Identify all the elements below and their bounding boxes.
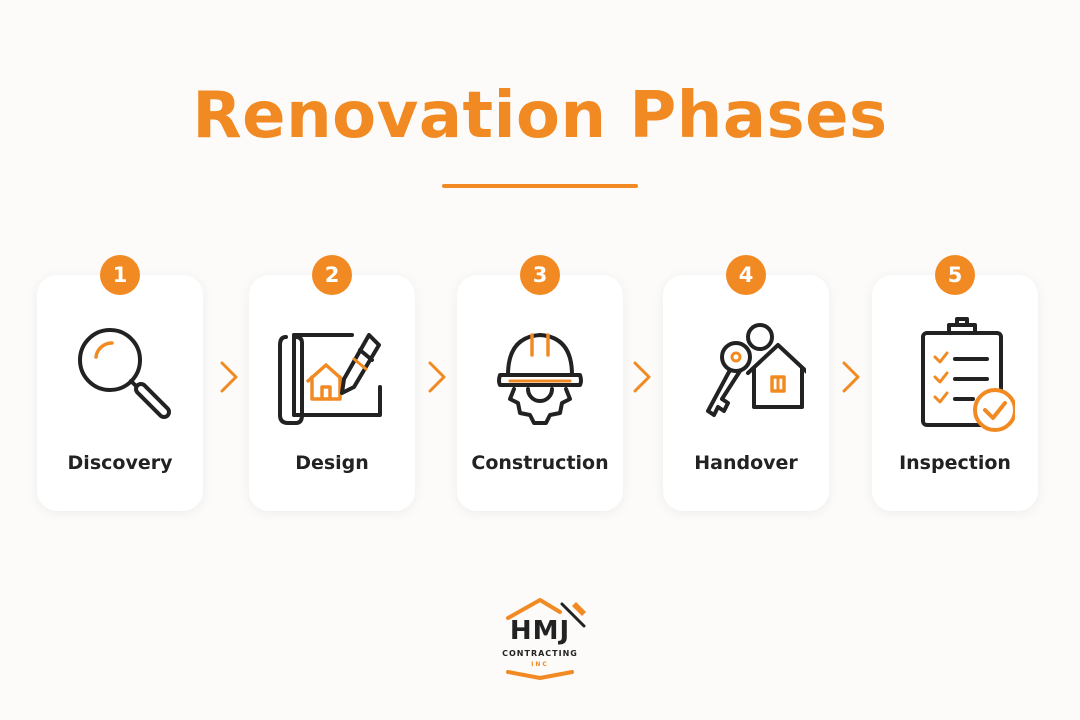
logo-inc: INC <box>531 661 549 668</box>
chevron-right-icon <box>428 361 446 393</box>
phase-card-discovery: 1 Discovery <box>37 255 203 511</box>
house-roof-hammer-icon <box>506 598 586 680</box>
phase-card-design: 2 Design <box>249 255 415 511</box>
chevron-right-icon <box>220 361 238 393</box>
company-logo: HMJ CONTRACTING INC <box>488 598 592 680</box>
chevron-right-icon <box>633 361 651 393</box>
step-number-badge: 5 <box>935 255 975 295</box>
logo-wordmark: HMJ <box>509 616 571 646</box>
magnifying-glass-icon <box>78 328 171 419</box>
phase-label: Discovery <box>67 452 173 474</box>
phase-card-handover: 4 Handover <box>663 255 829 511</box>
step-number-badge: 2 <box>312 255 352 295</box>
phase-card-construction: 3 Construction <box>457 255 623 511</box>
phase-label: Inspection <box>899 452 1011 474</box>
key-house-icon <box>706 323 806 417</box>
step-number-badge: 3 <box>520 255 560 295</box>
hard-hat-gear-icon <box>497 333 583 425</box>
step-number-badge: 4 <box>726 255 766 295</box>
chevron-right-icon <box>842 361 860 393</box>
phase-label: Construction <box>471 452 609 474</box>
logo-subtitle: CONTRACTING <box>502 649 578 658</box>
phase-label: Design <box>295 452 369 474</box>
clipboard-check-icon <box>921 317 1015 432</box>
title-underline <box>442 184 638 188</box>
page-title: Renovation Phases <box>192 79 888 153</box>
phase-label: Handover <box>694 452 798 474</box>
blueprint-pencil-icon <box>278 333 382 425</box>
step-number-badge: 1 <box>100 255 140 295</box>
phase-card-inspection: 5 Inspection <box>872 255 1038 511</box>
